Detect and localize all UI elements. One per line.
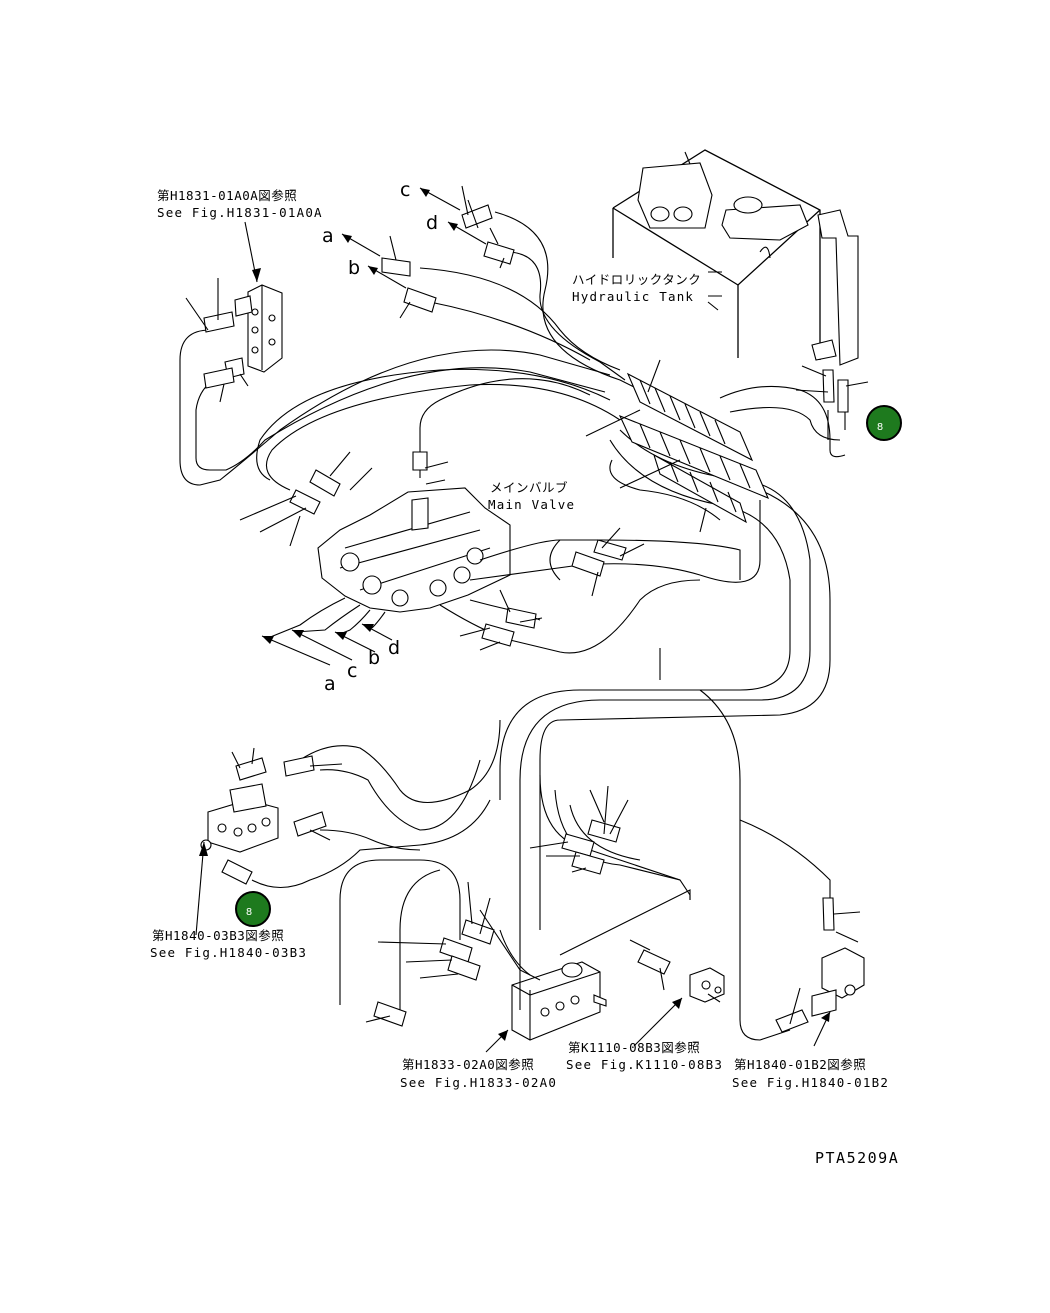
block-h1840-03 (200, 783, 279, 853)
hoses (179, 211, 846, 1041)
ref-k1110-en: See Fig.K1110-08B3 (566, 1057, 723, 1072)
hydraulic-tank-jp: ハイドロリックタンク (572, 272, 701, 287)
letter-d-top: d (426, 212, 438, 234)
badge-right: 8 (866, 405, 902, 441)
ref-h1831-en: See Fig.H1831-01A0A (157, 205, 323, 220)
leader-lines (185, 185, 869, 1025)
block-h1833 (511, 961, 607, 1041)
drawing-code: PTA5209A (815, 1149, 899, 1167)
letter-b-bottom: b (368, 647, 380, 669)
letter-d-bottom: d (388, 637, 400, 659)
hydraulic-tank (612, 149, 859, 366)
reference-k1110: 第K1110-08B3図参照 See Fig.K1110-08B3 (566, 1040, 723, 1072)
badge-left-label: 8 (246, 907, 252, 918)
ref-k1110-jp: 第K1110-08B3図参照 (568, 1040, 700, 1055)
badge-left: 8 (235, 891, 271, 927)
reference-h1840-03: 第H1840-03B3図参照 See Fig.H1840-03B3 (150, 928, 307, 960)
main-valve (317, 428, 511, 613)
ref-h1833-jp: 第H1833-02A0図参照 (402, 1057, 534, 1072)
label-main-valve: メインバルブ Main Valve (488, 480, 575, 512)
block-k1110 (689, 967, 725, 1003)
letter-c-bottom: c (347, 660, 357, 682)
letter-b-top: b (348, 257, 360, 279)
ref-h1840-03-jp: 第H1840-03B3図参照 (152, 928, 284, 943)
label-hydraulic-tank: ハイドロリックタンク Hydraulic Tank (572, 272, 701, 304)
ref-h1840-01-en: See Fig.H1840-01B2 (732, 1075, 889, 1090)
block-h1840-01 (811, 947, 865, 1017)
letter-a-bottom: a (324, 673, 336, 695)
ref-h1840-03-en: See Fig.H1840-03B3 (150, 945, 307, 960)
reference-arrows (195, 221, 831, 1053)
ref-h1840-01-jp: 第H1840-01B2図参照 (734, 1057, 866, 1072)
hydraulic-tank-en: Hydraulic Tank (572, 289, 694, 304)
reference-h1840-01: 第H1840-01B2図参照 See Fig.H1840-01B2 (732, 1057, 889, 1090)
block-h1831 (224, 284, 283, 379)
fittings (203, 204, 849, 1033)
ref-h1833-en: See Fig.H1833-02A0 (400, 1075, 557, 1090)
ref-h1831-jp: 第H1831-01A0A図参照 (157, 188, 297, 203)
letter-c-top: c (400, 179, 410, 201)
main-valve-jp: メインバルブ (490, 480, 568, 495)
connection-arrows-top (341, 187, 487, 289)
reference-h1831: 第H1831-01A0A図参照 See Fig.H1831-01A0A (157, 188, 323, 220)
connection-arrows-bottom (261, 623, 393, 666)
letter-a-top: a (322, 225, 334, 247)
badge-right-label: 8 (877, 422, 883, 433)
main-valve-en: Main Valve (488, 497, 575, 512)
reference-h1833: 第H1833-02A0図参照 See Fig.H1833-02A0 (400, 1057, 557, 1090)
